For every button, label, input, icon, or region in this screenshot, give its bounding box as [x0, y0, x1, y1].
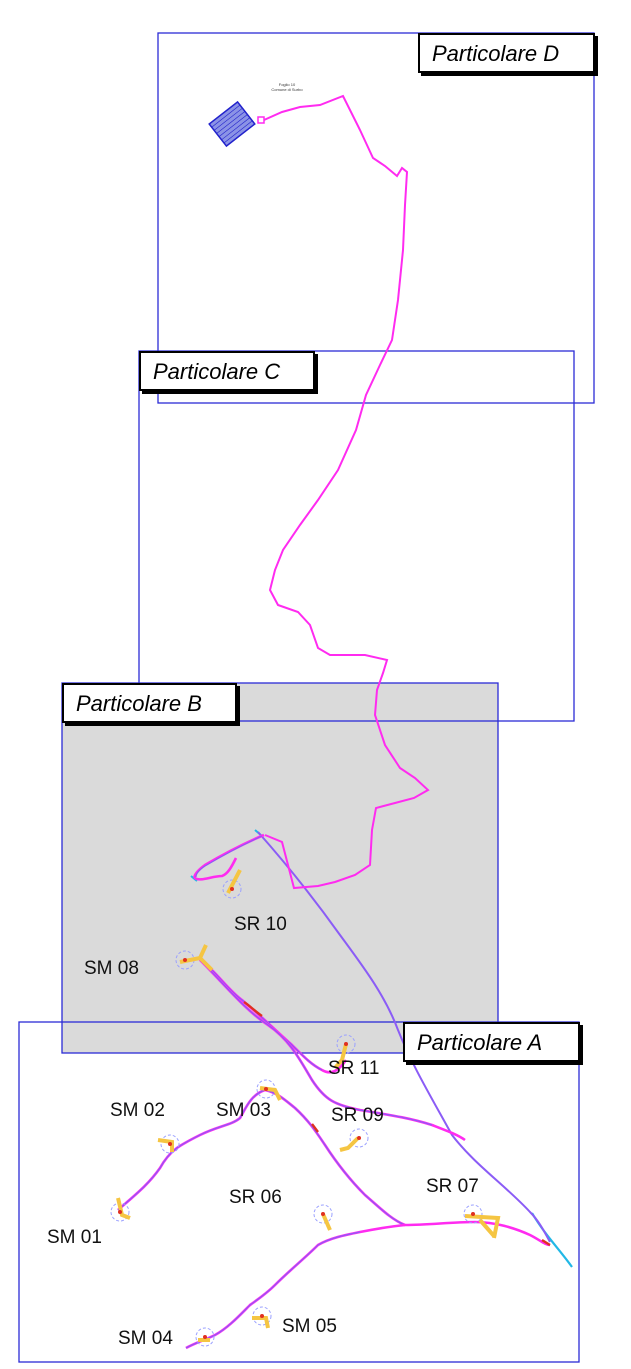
turbine-label-sm08: SM 08: [84, 958, 139, 979]
turbine-sr07-marker[interactable]: [463, 1204, 501, 1239]
turbine-sr11-marker[interactable]: [333, 1034, 356, 1070]
panel-b-frame: [61, 682, 499, 1054]
turbine-sm05-marker[interactable]: [252, 1306, 272, 1329]
turbine-label-sr10: SR 10: [234, 914, 287, 935]
substation-note-line1: Foglio 10: [278, 82, 296, 87]
panel-b-fill: [62, 683, 498, 1053]
cable-branch-sr10-violet: [195, 835, 263, 878]
turbine-label-sr06: SR 06: [229, 1187, 282, 1208]
turbine-label-sm03: SM 03: [216, 1100, 271, 1121]
cable-route-southwest-violet: [185, 1231, 361, 1349]
turbine-sm01-marker[interactable]: [110, 1197, 131, 1222]
substation: [208, 100, 265, 148]
turbine-label-sm02: SM 02: [110, 1100, 165, 1121]
panel-d-title[interactable]: Particolare D: [418, 33, 595, 73]
turbine-sm03-marker[interactable]: [256, 1079, 282, 1101]
substation-note: Foglio 10 Comune di Surbo: [267, 82, 307, 92]
turbine-sm08-marker[interactable]: [175, 944, 214, 972]
cable-branch-sr10: [193, 833, 265, 881]
turbine-label-sm01: SM 01: [47, 1227, 102, 1248]
panel-d-frame: [157, 32, 595, 404]
turbine-sr09-marker[interactable]: [339, 1128, 369, 1152]
cable-route-main: [263, 94, 430, 890]
turbine-sr06-marker[interactable]: [313, 1204, 333, 1231]
panel-c-title[interactable]: Particolare C: [139, 351, 315, 391]
turbine-label-sr07: SR 07: [426, 1176, 479, 1197]
panel-a-title[interactable]: Particolare A: [403, 1022, 580, 1062]
turbine-label-sm04: SM 04: [118, 1328, 173, 1349]
panel-b-title[interactable]: Particolare B: [62, 683, 237, 723]
red-segment-2: [311, 1123, 319, 1133]
turbine-sm04-marker[interactable]: [195, 1327, 215, 1347]
cable-route-central-violet: [199, 959, 433, 1126]
access-road: [257, 831, 551, 1243]
turbine-label-sr11: SR 11: [328, 1058, 380, 1079]
turbine-sr10-marker[interactable]: [222, 869, 242, 899]
substation-note-line2: Comune di Surbo: [271, 87, 303, 92]
turbine-label-sm05: SM 05: [282, 1316, 337, 1337]
panel-c-frame: [138, 350, 575, 722]
cable-route-north-violet: [197, 957, 323, 1071]
red-segment-1: [243, 1001, 263, 1017]
turbine-sm02-marker[interactable]: [157, 1134, 180, 1154]
red-segment-3: [541, 1238, 551, 1247]
panel-a-frame: [18, 1021, 580, 1363]
turbine-label-sr09: SR 09: [331, 1105, 384, 1126]
